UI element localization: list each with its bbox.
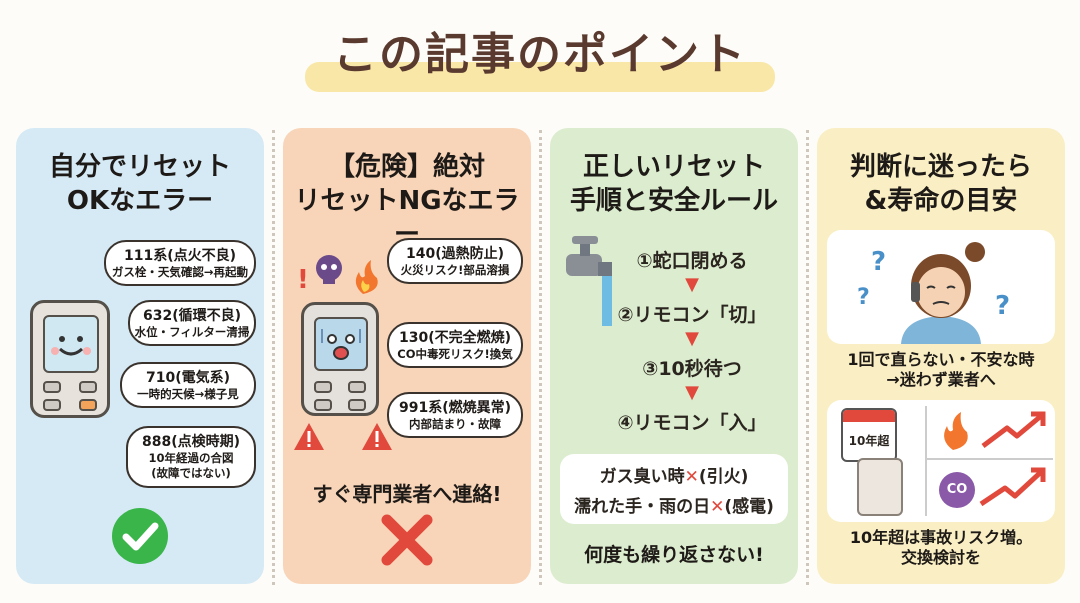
cross-icon: [381, 514, 433, 566]
error-code: 111系(点火不良): [123, 248, 237, 264]
rule-reason: (引火): [698, 467, 749, 487]
card-title-line2: リセットNGなエラー: [294, 186, 520, 250]
step-4: ④リモコン「入」: [617, 412, 767, 434]
page-title: この記事のポイント: [333, 29, 747, 80]
rule-reason: (感電): [724, 497, 774, 517]
caption-risk-increase: 10年超は事故リスク増。: [849, 528, 1033, 547]
error-code: 888(点検時期): [141, 434, 241, 450]
contact-expert-text: すぐ専門業者へ連絡!: [312, 482, 502, 506]
error-note: ガス栓・天気確認→再起動: [111, 265, 249, 279]
error-note: CO中毒死リスク!換気: [397, 347, 513, 361]
divider: [272, 130, 275, 585]
x-mark-icon: ✕: [684, 467, 699, 487]
title-highlight: [305, 62, 775, 92]
card-reset-ng: 【危険】絶対 リセットNGなエラー ! 140(過熱防止) 火災リスク!部品溶損…: [283, 128, 531, 584]
safety-rules-box: ガス臭い時✕(引火) 濡れた手・雨の日✕(感電): [560, 454, 788, 524]
rule-gas-smell: ガス臭い時✕(引火): [560, 462, 788, 487]
arrow-down-icon: ▼: [685, 274, 699, 295]
card-reset-ok: 自分でリセット OKなエラー 111系(点火不良) ガス栓・天気確認→再起動 6…: [16, 128, 264, 584]
caption-consider-replacement: 交換検討を: [900, 548, 981, 567]
co-risk-up-icon: [979, 467, 1046, 507]
divider: [806, 130, 809, 585]
error-note: 内部詰まり・故障: [409, 417, 501, 431]
bubble-error-888: 888(点検時期) 10年経過の合図 (故障ではない): [126, 426, 256, 488]
svg-text:?: ?: [995, 291, 1010, 321]
card-title-line2: 手順と安全ルール: [569, 186, 778, 216]
danger-icons: !: [297, 255, 378, 295]
card-reset-steps: 正しいリセット 手順と安全ルール ①蛇口閉める ▼ ②リモコン「切」 ▼ ③10…: [550, 128, 798, 584]
rule-wet-hands: 濡れた手・雨の日✕(感電): [560, 492, 788, 517]
error-code: 710(電気系): [145, 370, 231, 386]
step-3: ③10秒待つ: [642, 358, 742, 380]
error-code: 991系(燃焼異常): [398, 400, 512, 416]
step-2: ②リモコン「切」: [617, 304, 767, 326]
card-title-line1: 自分でリセット: [48, 152, 231, 182]
arrow-down-icon: ▼: [685, 382, 699, 403]
water-heater-icon: [857, 458, 903, 516]
card-title-line2: &寿命の目安: [864, 186, 1018, 216]
card-title-line1: 判断に迷ったら: [849, 152, 1032, 182]
bubble-error-632: 632(循環不良) 水位・フィルター清掃: [128, 300, 256, 346]
arrow-down-icon: ▼: [685, 328, 699, 349]
svg-text:!: !: [297, 265, 309, 295]
calendar-icon: 10年超: [841, 408, 897, 462]
scared-screen-icon: [314, 317, 368, 371]
error-code: 632(循環不良): [142, 308, 242, 324]
error-note: 一時的天候→様子見: [137, 387, 239, 401]
error-code: 140(過熱防止): [405, 246, 505, 262]
co-icon: CO: [939, 472, 975, 508]
card-title-line2: OKなエラー: [66, 186, 214, 216]
bubble-error-130: 130(不完全燃焼) CO中毒死リスク!換気: [387, 322, 523, 368]
error-note: 10年経過の合図: [148, 451, 234, 465]
smile-screen-icon: [43, 315, 99, 373]
caption-call-expert: →迷わず業者へ: [886, 370, 996, 389]
title-area: この記事のポイント: [0, 18, 1080, 82]
card-title-line1: 正しいリセット: [582, 152, 765, 182]
card-lifespan: 判断に迷ったら &寿命の目安 ? ? ? 1回で直らない・不安な時 →迷わず業者…: [817, 128, 1065, 584]
calendar-label: 10年超: [848, 434, 890, 448]
bubble-error-710: 710(電気系) 一時的天候→様子見: [120, 362, 256, 408]
error-code: 130(不完全燃焼): [398, 330, 512, 346]
remote-icon: [30, 300, 110, 418]
error-note-extra: (故障ではない): [151, 466, 231, 480]
step-1: ①蛇口閉める: [636, 250, 748, 272]
warning-icons: [294, 423, 392, 450]
svg-text:?: ?: [857, 285, 870, 310]
error-note: 水位・フィルター清掃: [134, 325, 250, 339]
error-note: 火災リスク!部品溶損: [400, 263, 510, 277]
check-icon: [112, 508, 168, 564]
rule-text: ガス臭い時: [599, 467, 685, 487]
rule-text: 濡れた手・雨の日: [574, 497, 711, 517]
caption-unsure: 1回で直らない・不安な時: [847, 350, 1035, 369]
bubble-error-140: 140(過熱防止) 火災リスク!部品溶損: [387, 238, 523, 284]
bubble-error-991: 991系(燃焼異常) 内部詰まり・故障: [387, 392, 523, 438]
bubble-error-111: 111系(点火不良) ガス栓・天気確認→再起動: [104, 240, 256, 286]
divider: [539, 130, 542, 585]
remote-icon: [301, 302, 379, 416]
no-repeat-text: 何度も繰り返さない!: [584, 544, 764, 566]
faucet-icon: [566, 236, 612, 326]
card-title-line1: 【危険】絶対: [328, 152, 485, 182]
fire-risk-up-icon: [944, 411, 1046, 450]
svg-text:?: ?: [871, 247, 886, 277]
x-mark-icon: ✕: [710, 497, 725, 517]
worried-person-icon: ? ? ?: [857, 242, 1010, 344]
lifespan-box: 10年超 CO: [827, 400, 1055, 522]
worried-person-box: ? ? ?: [827, 230, 1055, 344]
